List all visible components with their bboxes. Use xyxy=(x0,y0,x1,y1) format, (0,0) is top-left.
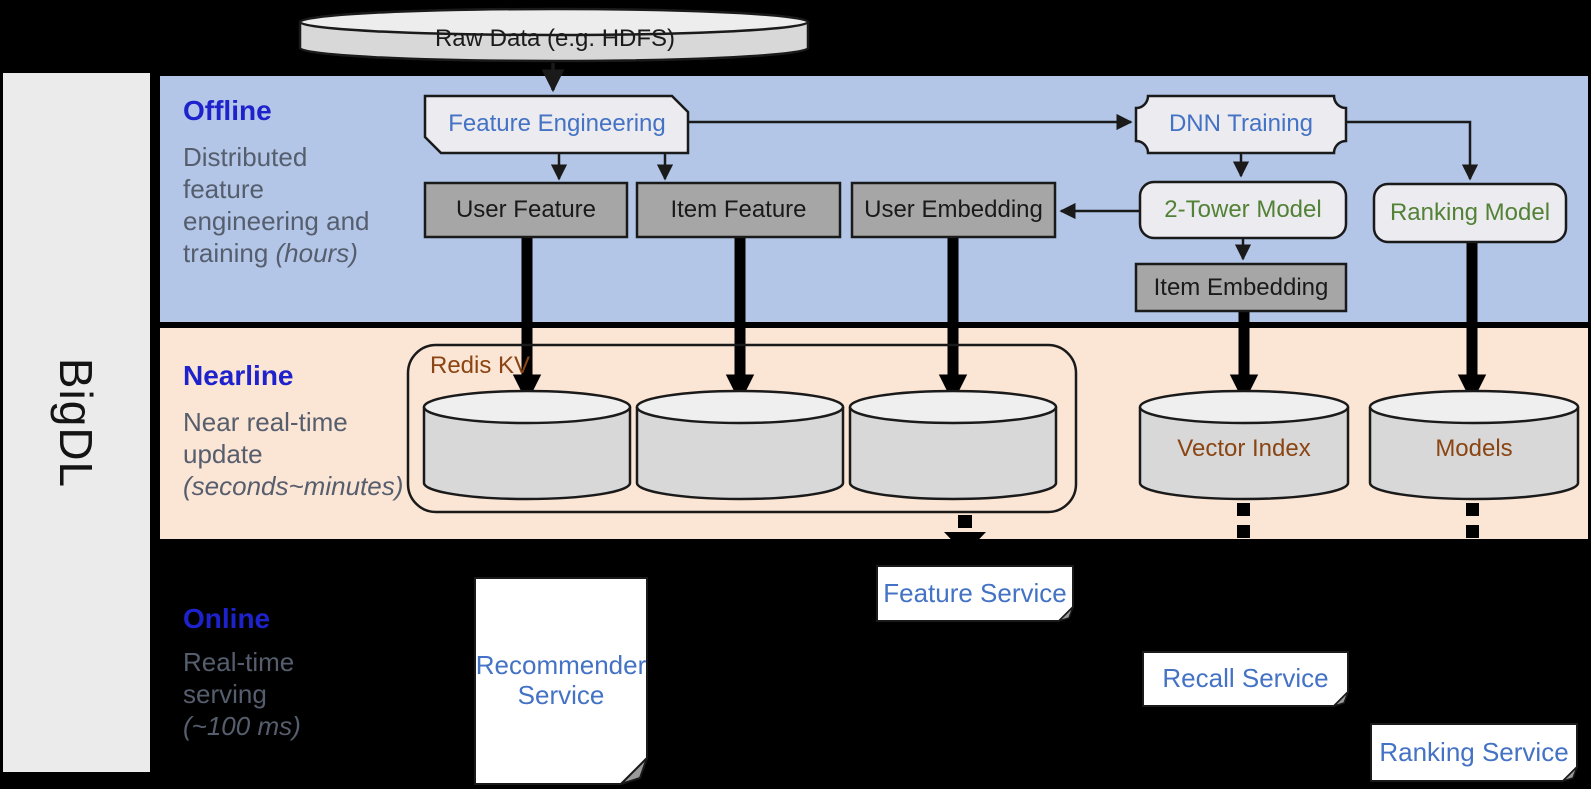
brand-bar: BigDL xyxy=(3,73,150,772)
user-embedding-box xyxy=(850,181,1057,239)
nearline-desc-italic: (seconds~minutes) xyxy=(183,471,404,501)
models-cylinder xyxy=(1368,389,1580,501)
redis-cylinder-1 xyxy=(422,389,632,501)
item-embedding-label: Item Embedding xyxy=(1153,273,1329,301)
redis-kv-label: Redis KV xyxy=(430,352,531,380)
item-feature-label: Item Feature xyxy=(670,196,807,224)
online-layer-desc: Real-time serving (~100 ms) xyxy=(183,646,333,742)
item-feature-box xyxy=(635,181,842,239)
raw-data-label: Raw Data (e.g. HDFS) xyxy=(434,25,676,53)
redis-cylinder-3 xyxy=(848,389,1058,501)
feature-engineering-label: Feature Engineering xyxy=(448,110,666,138)
user-embedding-label: User Embedding xyxy=(864,196,1043,224)
models-label: Models xyxy=(1435,435,1513,463)
online-desc-text: Real-time serving xyxy=(183,647,295,709)
feature-service-shape xyxy=(876,565,1074,622)
nearline-layer-desc: Near real-time update (seconds~minutes) xyxy=(183,406,421,502)
online-desc-italic: (~100 ms) xyxy=(183,711,301,741)
recommender-service-label: Recommender Service xyxy=(475,650,647,710)
feature-service-label: Feature Service xyxy=(883,577,1067,608)
offline-desc-italic: (hours) xyxy=(275,238,358,268)
recall-service-label: Recall Service xyxy=(1162,663,1329,694)
online-band xyxy=(160,539,1588,789)
ranking-model-box xyxy=(1372,182,1568,244)
recommender-service-doc xyxy=(474,577,648,785)
offline-layer-title: Offline xyxy=(183,95,272,126)
user-feature-box xyxy=(423,181,629,239)
vector-index-cylinder xyxy=(1138,389,1350,501)
offline-desc-text: Distributed feature engineering and trai… xyxy=(183,142,370,268)
item-embedding-box xyxy=(1134,262,1348,313)
feature-engineering-shape xyxy=(423,94,690,155)
vector-index-label: Vector Index xyxy=(1177,435,1311,463)
nearline-desc-text: Near real-time update xyxy=(183,407,348,469)
dnn-training-shape xyxy=(1134,94,1348,155)
two-tower-model-box xyxy=(1138,180,1348,240)
redis-kv-container xyxy=(406,343,1078,514)
raw-data-cylinder xyxy=(298,7,810,63)
dashed-connector-kv-to-feature-service xyxy=(944,515,986,554)
online-layer-title: Online xyxy=(183,603,271,634)
ranking-service-shape xyxy=(1370,723,1578,782)
nearline-layer-title: Nearline xyxy=(183,360,294,391)
user-feature-label: User Feature xyxy=(455,196,597,224)
dashed-connector-vector-index-to-recall xyxy=(1237,503,1250,538)
arrow-dnn-to-ranking-model xyxy=(1346,120,1479,181)
offline-layer-desc: Distributed feature engineering and trai… xyxy=(183,141,388,269)
dnn-training-label: DNN Training xyxy=(1168,110,1314,138)
ranking-model-label: Ranking Model xyxy=(1389,199,1551,227)
ranking-service-label: Ranking Service xyxy=(1379,736,1569,767)
dashed-connector-models-to-ranking xyxy=(1466,503,1479,538)
two-tower-model-label: 2-Tower Model xyxy=(1164,196,1322,224)
recall-service-shape xyxy=(1142,651,1349,707)
redis-cylinder-2 xyxy=(635,389,845,501)
